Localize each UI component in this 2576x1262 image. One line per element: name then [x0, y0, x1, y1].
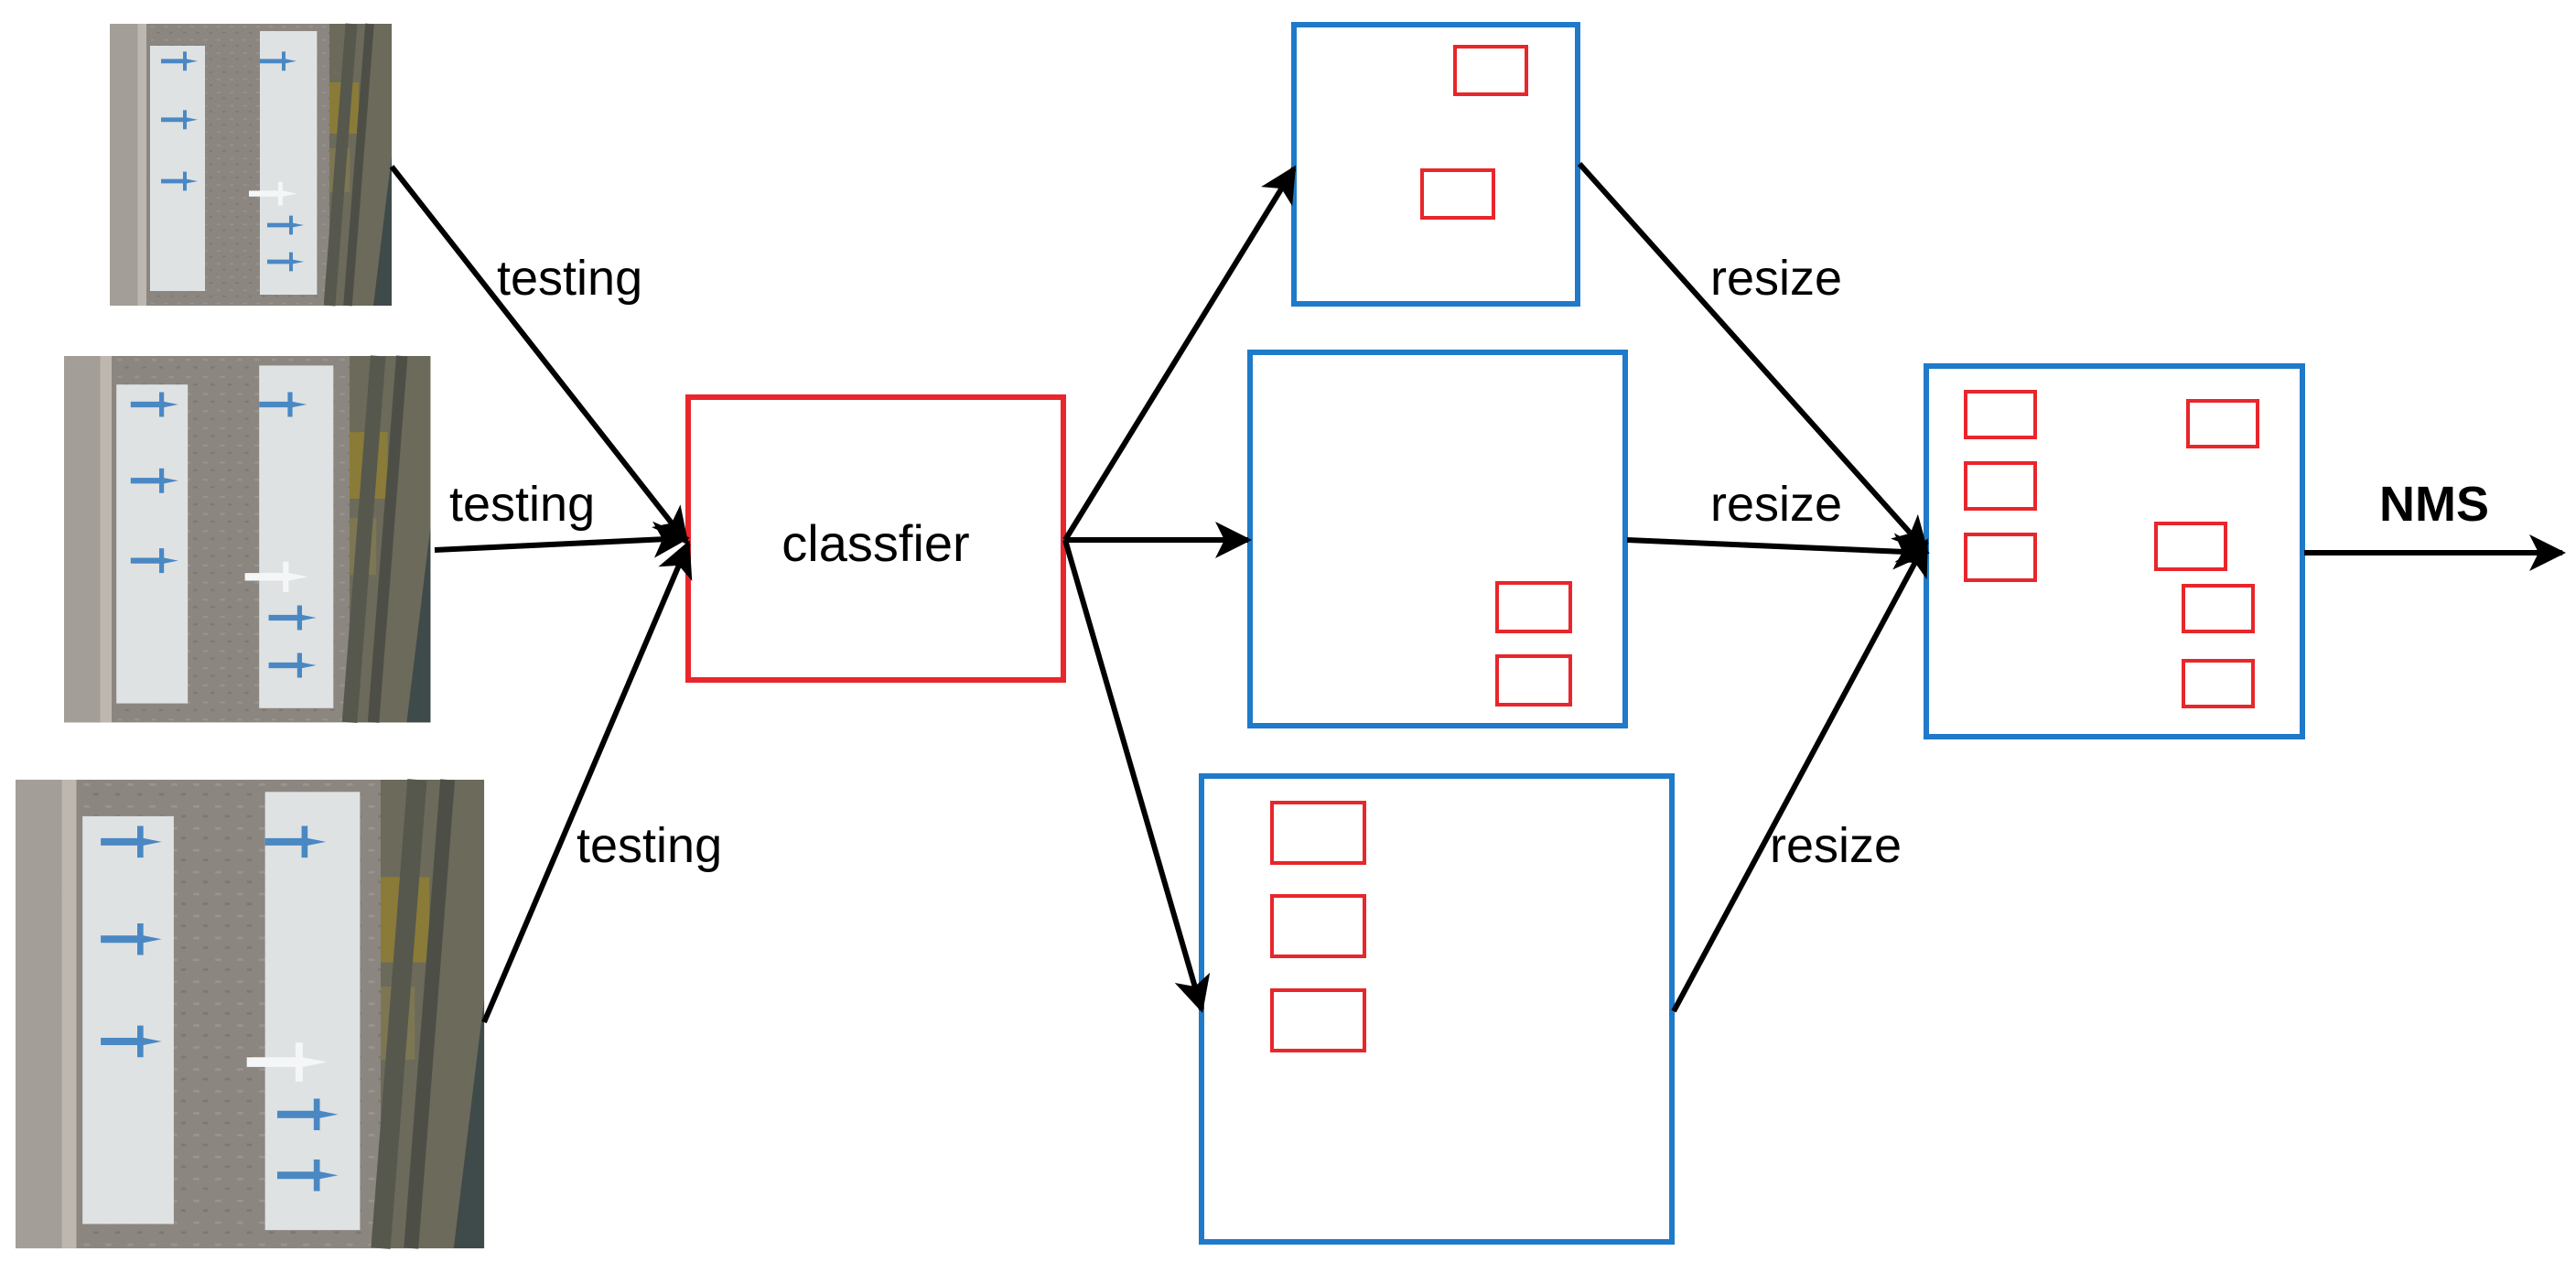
detection-box — [1453, 45, 1528, 96]
detection-box — [1964, 390, 2037, 439]
detection-box — [1270, 894, 1366, 958]
arrow-input3-to-classifier — [481, 540, 693, 1024]
detection-box — [2154, 522, 2227, 571]
detection-box — [1270, 801, 1366, 865]
edge-label-testing-1: testing — [497, 251, 642, 306]
detection-box — [1495, 654, 1572, 707]
edge-label-nms: NMS — [2379, 477, 2489, 532]
input-image-medium — [64, 355, 431, 724]
aerial-image-large — [16, 779, 485, 1249]
detection-box — [2186, 399, 2259, 448]
edge-label-testing-2: testing — [449, 477, 595, 532]
detection-box — [1495, 581, 1572, 633]
arrow-classifier-to-top — [1062, 165, 1297, 542]
arrow-classifier-to-bottom — [1062, 539, 1211, 1013]
aerial-image-medium — [64, 355, 431, 724]
arrow-input1-to-classifier — [389, 165, 689, 545]
arrow-bottom-to-merged — [1671, 538, 1929, 1013]
detection-box — [2182, 584, 2255, 633]
aerial-image-small — [110, 23, 392, 307]
edge-label-resize-2: resize — [1710, 477, 1842, 532]
arrow-top-to-merged — [1577, 161, 1929, 554]
detection-box — [1964, 533, 2037, 582]
detection-box — [1964, 461, 2037, 511]
detection-box — [2182, 659, 2255, 708]
arrow-middle-to-merged — [1626, 533, 1930, 570]
arrow-input2-to-classifier — [434, 521, 690, 558]
edge-label-resize-3: resize — [1770, 818, 1902, 873]
classifier-label: classfier — [781, 514, 969, 572]
detection-box — [1270, 988, 1366, 1052]
edge-label-testing-3: testing — [577, 818, 722, 873]
detection-box — [1420, 168, 1495, 220]
input-image-large — [16, 779, 485, 1249]
input-image-small — [110, 23, 392, 307]
edge-label-resize-1: resize — [1710, 251, 1842, 306]
merged-result-box — [1924, 363, 2305, 739]
result-box-top — [1291, 22, 1580, 307]
